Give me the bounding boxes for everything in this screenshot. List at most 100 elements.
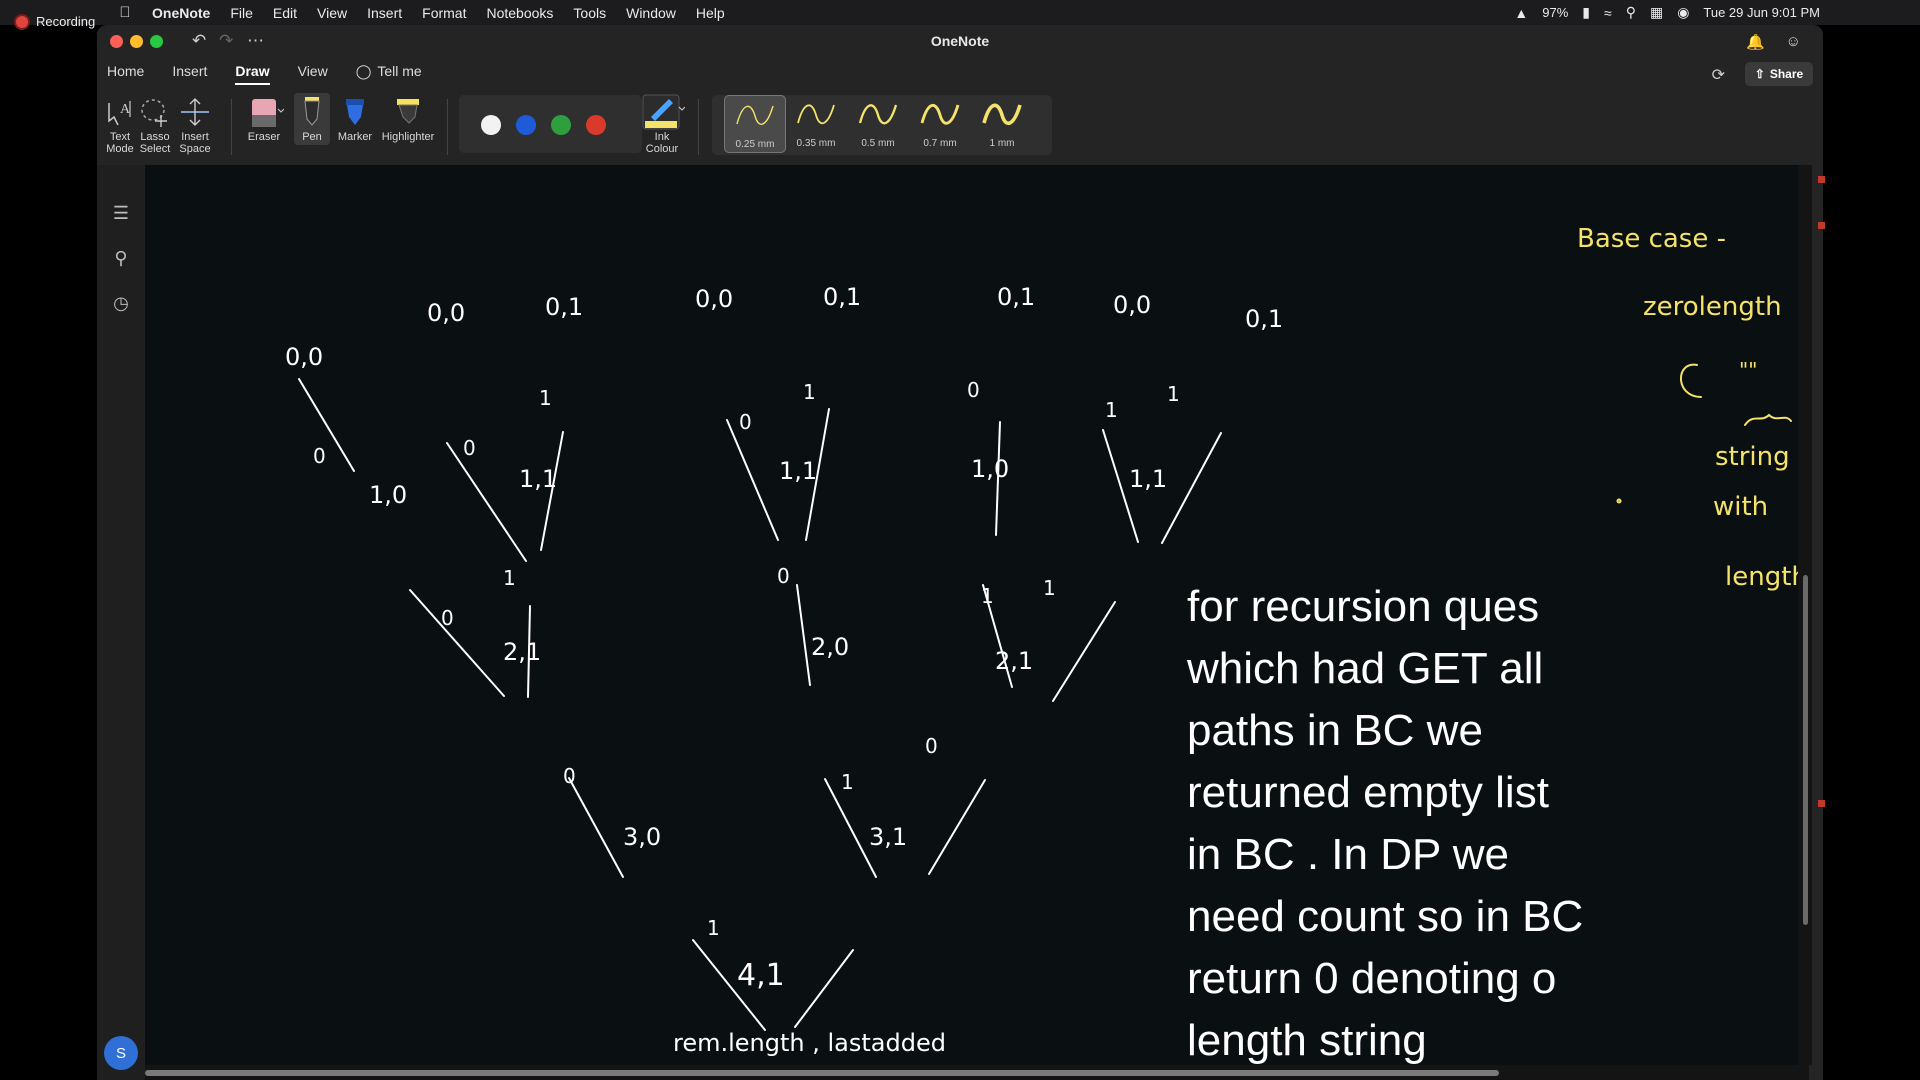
more-options-icon[interactable]: ⋯: [247, 31, 264, 50]
highlighter-label: Highlighter: [381, 131, 435, 143]
menu-app-name[interactable]: OneNote: [152, 4, 211, 21]
control-center-icon[interactable]: ▦: [1649, 4, 1664, 20]
redo-icon[interactable]: ↷: [219, 31, 234, 50]
tree-node: 0,0: [1113, 291, 1151, 319]
wifi-icon[interactable]: ≈: [1604, 4, 1612, 21]
ribbon-divider: [231, 99, 232, 155]
horizontal-scrollbar[interactable]: [145, 1065, 1809, 1080]
tree-node: 3,1: [869, 823, 907, 851]
pen-stroke-icon: [736, 105, 774, 125]
side-note-line: with: [1713, 492, 1768, 522]
side-note-line: Base case -: [1577, 224, 1726, 254]
menu-file[interactable]: File: [230, 4, 253, 21]
search-icon[interactable]: ⚲: [114, 248, 128, 268]
spotlight-search-icon[interactable]: ⚲: [1625, 4, 1636, 20]
pen-size-0-5[interactable]: 0.5 mm: [848, 95, 908, 151]
accessibility-icon[interactable]: ▲: [1514, 4, 1529, 21]
side-note-line: zerolength: [1643, 292, 1782, 322]
menu-format[interactable]: Format: [422, 4, 467, 21]
pen-size-label: 0.7 mm: [923, 138, 957, 149]
screen-edge-marker: [1818, 176, 1825, 183]
eraser-icon: [242, 93, 286, 131]
tab-tell-me[interactable]: ◯ Tell me: [356, 63, 422, 85]
feedback-smiley-icon[interactable]: ☺: [1785, 33, 1801, 50]
clock[interactable]: Tue 29 Jun 9:01 PM: [1703, 5, 1820, 20]
edge-label: 0: [925, 734, 938, 758]
menu-insert[interactable]: Insert: [367, 4, 403, 21]
swatch-green[interactable]: [551, 115, 571, 135]
menu-help[interactable]: Help: [695, 4, 725, 21]
marker-label: Marker: [337, 131, 373, 143]
pen-size-0-35[interactable]: 0.35 mm: [786, 95, 846, 151]
swatch-blue[interactable]: [516, 115, 536, 135]
note-canvas[interactable]: 0,0 0,0 0,1 0,0 0,1 0,1 0,0 0,1 1,0 1,1 …: [145, 165, 1809, 1065]
notebooks-icon[interactable]: ☰: [112, 203, 130, 223]
marker-button[interactable]: Marker: [335, 93, 375, 143]
tree-node: 1,1: [1129, 465, 1167, 493]
eraser-button[interactable]: Eraser: [242, 93, 286, 143]
swatch-red[interactable]: [586, 115, 606, 135]
typed-note-text[interactable]: for recursion ques which had GET all pat…: [1187, 582, 1584, 1065]
lightbulb-icon: ◯: [355, 63, 372, 79]
recording-indicator[interactable]: Recording: [16, 14, 95, 29]
tab-draw[interactable]: Draw: [235, 63, 270, 85]
share-icon: ⇧: [1754, 67, 1765, 81]
recent-notes-clock-icon[interactable]: ◷: [113, 293, 129, 313]
tab-insert[interactable]: Insert: [172, 63, 208, 79]
pen-button[interactable]: Pen: [294, 93, 330, 145]
recording-label: Recording: [36, 14, 96, 29]
tell-me-label: Tell me: [377, 63, 422, 79]
yellow-side-note-strokes: [1616, 363, 1792, 504]
menu-edit[interactable]: Edit: [272, 4, 298, 21]
vertical-scrollbar[interactable]: [1798, 165, 1812, 1065]
menu-view[interactable]: View: [317, 4, 348, 21]
draw-ribbon: A Text Mode Lasso Select Insert Space Er…: [97, 93, 1823, 189]
vertical-scroll-thumb[interactable]: [1803, 575, 1808, 925]
battery-icon[interactable]: ▮: [1582, 4, 1590, 20]
side-note-line: length = 0: [1725, 562, 1809, 592]
bell-icon[interactable]: 🔔: [1746, 34, 1765, 51]
insert-space-icon: [177, 93, 213, 131]
sync-icon[interactable]: ⟳: [1711, 67, 1725, 84]
pen-size-options: 0.25 mm 0.35 mm 0.5 mm 0.7 mm 1 mm: [712, 95, 1052, 155]
menu-window[interactable]: Window: [626, 4, 676, 21]
pen-stroke-icon: [858, 104, 898, 125]
pen-size-label: 0.25 mm: [735, 139, 775, 150]
tree-node: 1,1: [779, 457, 817, 485]
pen-label: Pen: [302, 131, 322, 143]
minimize-window-button[interactable]: [130, 35, 143, 48]
text-mode-button[interactable]: A Text Mode: [105, 93, 135, 155]
pen-size-1[interactable]: 1 mm: [972, 95, 1032, 151]
ribbon-divider: [447, 99, 448, 155]
tree-node: 0,0: [285, 343, 323, 371]
tree-node: 3,0: [623, 823, 661, 851]
text-mode-label: Text Mode: [106, 131, 134, 155]
close-window-button[interactable]: [110, 35, 123, 48]
edge-label: 0: [777, 564, 790, 588]
ribbon-tabs: Home Insert Draw View ◯ Tell me: [107, 63, 422, 85]
edge-label: 0: [313, 444, 326, 468]
lasso-select-button[interactable]: Lasso Select: [139, 93, 171, 155]
swatch-white[interactable]: [481, 115, 501, 135]
edge-label: 1: [503, 566, 516, 590]
edge-label: 0: [441, 606, 454, 630]
share-button[interactable]: ⇧ Share: [1745, 62, 1813, 86]
highlighter-button[interactable]: Highlighter: [377, 93, 439, 143]
tab-view[interactable]: View: [297, 63, 328, 79]
pen-size-0-25[interactable]: 0.25 mm: [724, 95, 786, 153]
avatar[interactable]: S: [104, 1036, 138, 1070]
menu-notebooks[interactable]: Notebooks: [486, 4, 554, 21]
siri-icon[interactable]: ◉: [1677, 4, 1690, 20]
apple-icon[interactable]: : [116, 4, 134, 21]
horizontal-scroll-thumb[interactable]: [145, 1070, 1499, 1076]
edge-label: 1: [539, 386, 552, 410]
tree-node: 1,0: [971, 455, 1009, 483]
pen-size-0-7[interactable]: 0.7 mm: [910, 95, 970, 151]
maximize-window-button[interactable]: [150, 35, 163, 48]
undo-icon[interactable]: ↶: [192, 31, 207, 50]
tab-home[interactable]: Home: [107, 63, 145, 79]
ink-colour-button[interactable]: Ink Colour: [637, 93, 687, 155]
menu-tools[interactable]: Tools: [573, 4, 607, 21]
insert-space-button[interactable]: Insert Space: [177, 93, 213, 155]
share-label: Share: [1769, 67, 1804, 81]
